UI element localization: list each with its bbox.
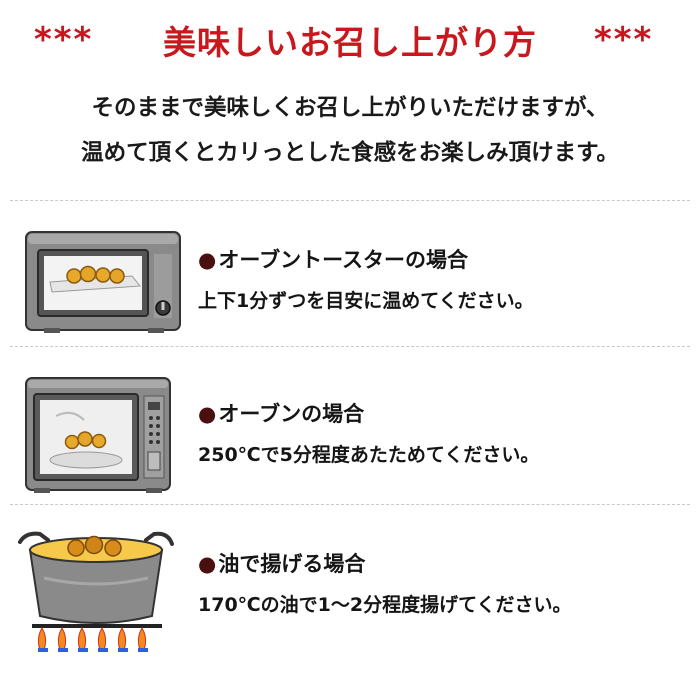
intro-line-2: 温めて頂くとカリっとした食感をお楽しみ頂けます。 <box>81 140 619 166</box>
divider <box>10 200 690 201</box>
method-title: オーブンの場合 <box>218 402 365 426</box>
method-heading: ●オーブンの場合 <box>198 398 364 428</box>
method-oven: ●オーブンの場合 250℃で5分程度あたためてください。 <box>0 368 700 493</box>
method-heading: ●油で揚げる場合 <box>198 548 365 578</box>
method-instruction: 上下1分ずつを目安に温めてください。 <box>198 290 534 312</box>
stars-left: *** <box>34 20 94 60</box>
page-title: 美味しいお召し上がり方 <box>163 23 537 62</box>
bullet-icon: ● <box>198 552 217 576</box>
method-instruction: 170℃の油で1～2分程度揚げてください。 <box>198 594 572 616</box>
method-frying: ●油で揚げる場合 170℃の油で1～2分程度揚げてください。 <box>0 518 700 652</box>
intro-text: そのままで美味しくお召し上がりいただけますが、 温めて頂くとカリっとした食感をお… <box>0 86 700 176</box>
frying-pot-icon <box>18 531 174 652</box>
toaster-oven-icon <box>25 231 181 333</box>
stars-right: *** <box>594 20 654 60</box>
divider <box>10 346 690 347</box>
method-title: 油で揚げる場合 <box>218 552 366 576</box>
method-toaster: ●オーブントースターの場合 上下1分ずつを目安に温めてください。 <box>0 220 700 340</box>
method-instruction: 250℃で5分程度あたためてください。 <box>198 444 540 466</box>
title-row: *** 美味しいお召し上がり方 *** <box>0 16 700 68</box>
method-title: オーブントースターの場合 <box>218 248 469 272</box>
bullet-icon: ● <box>198 402 217 426</box>
bullet-icon: ● <box>198 248 217 272</box>
method-heading: ●オーブントースターの場合 <box>198 244 468 274</box>
intro-line-1: そのままで美味しくお召し上がりいただけますが、 <box>91 95 609 121</box>
divider <box>10 504 690 505</box>
microwave-oven-icon <box>25 377 171 493</box>
